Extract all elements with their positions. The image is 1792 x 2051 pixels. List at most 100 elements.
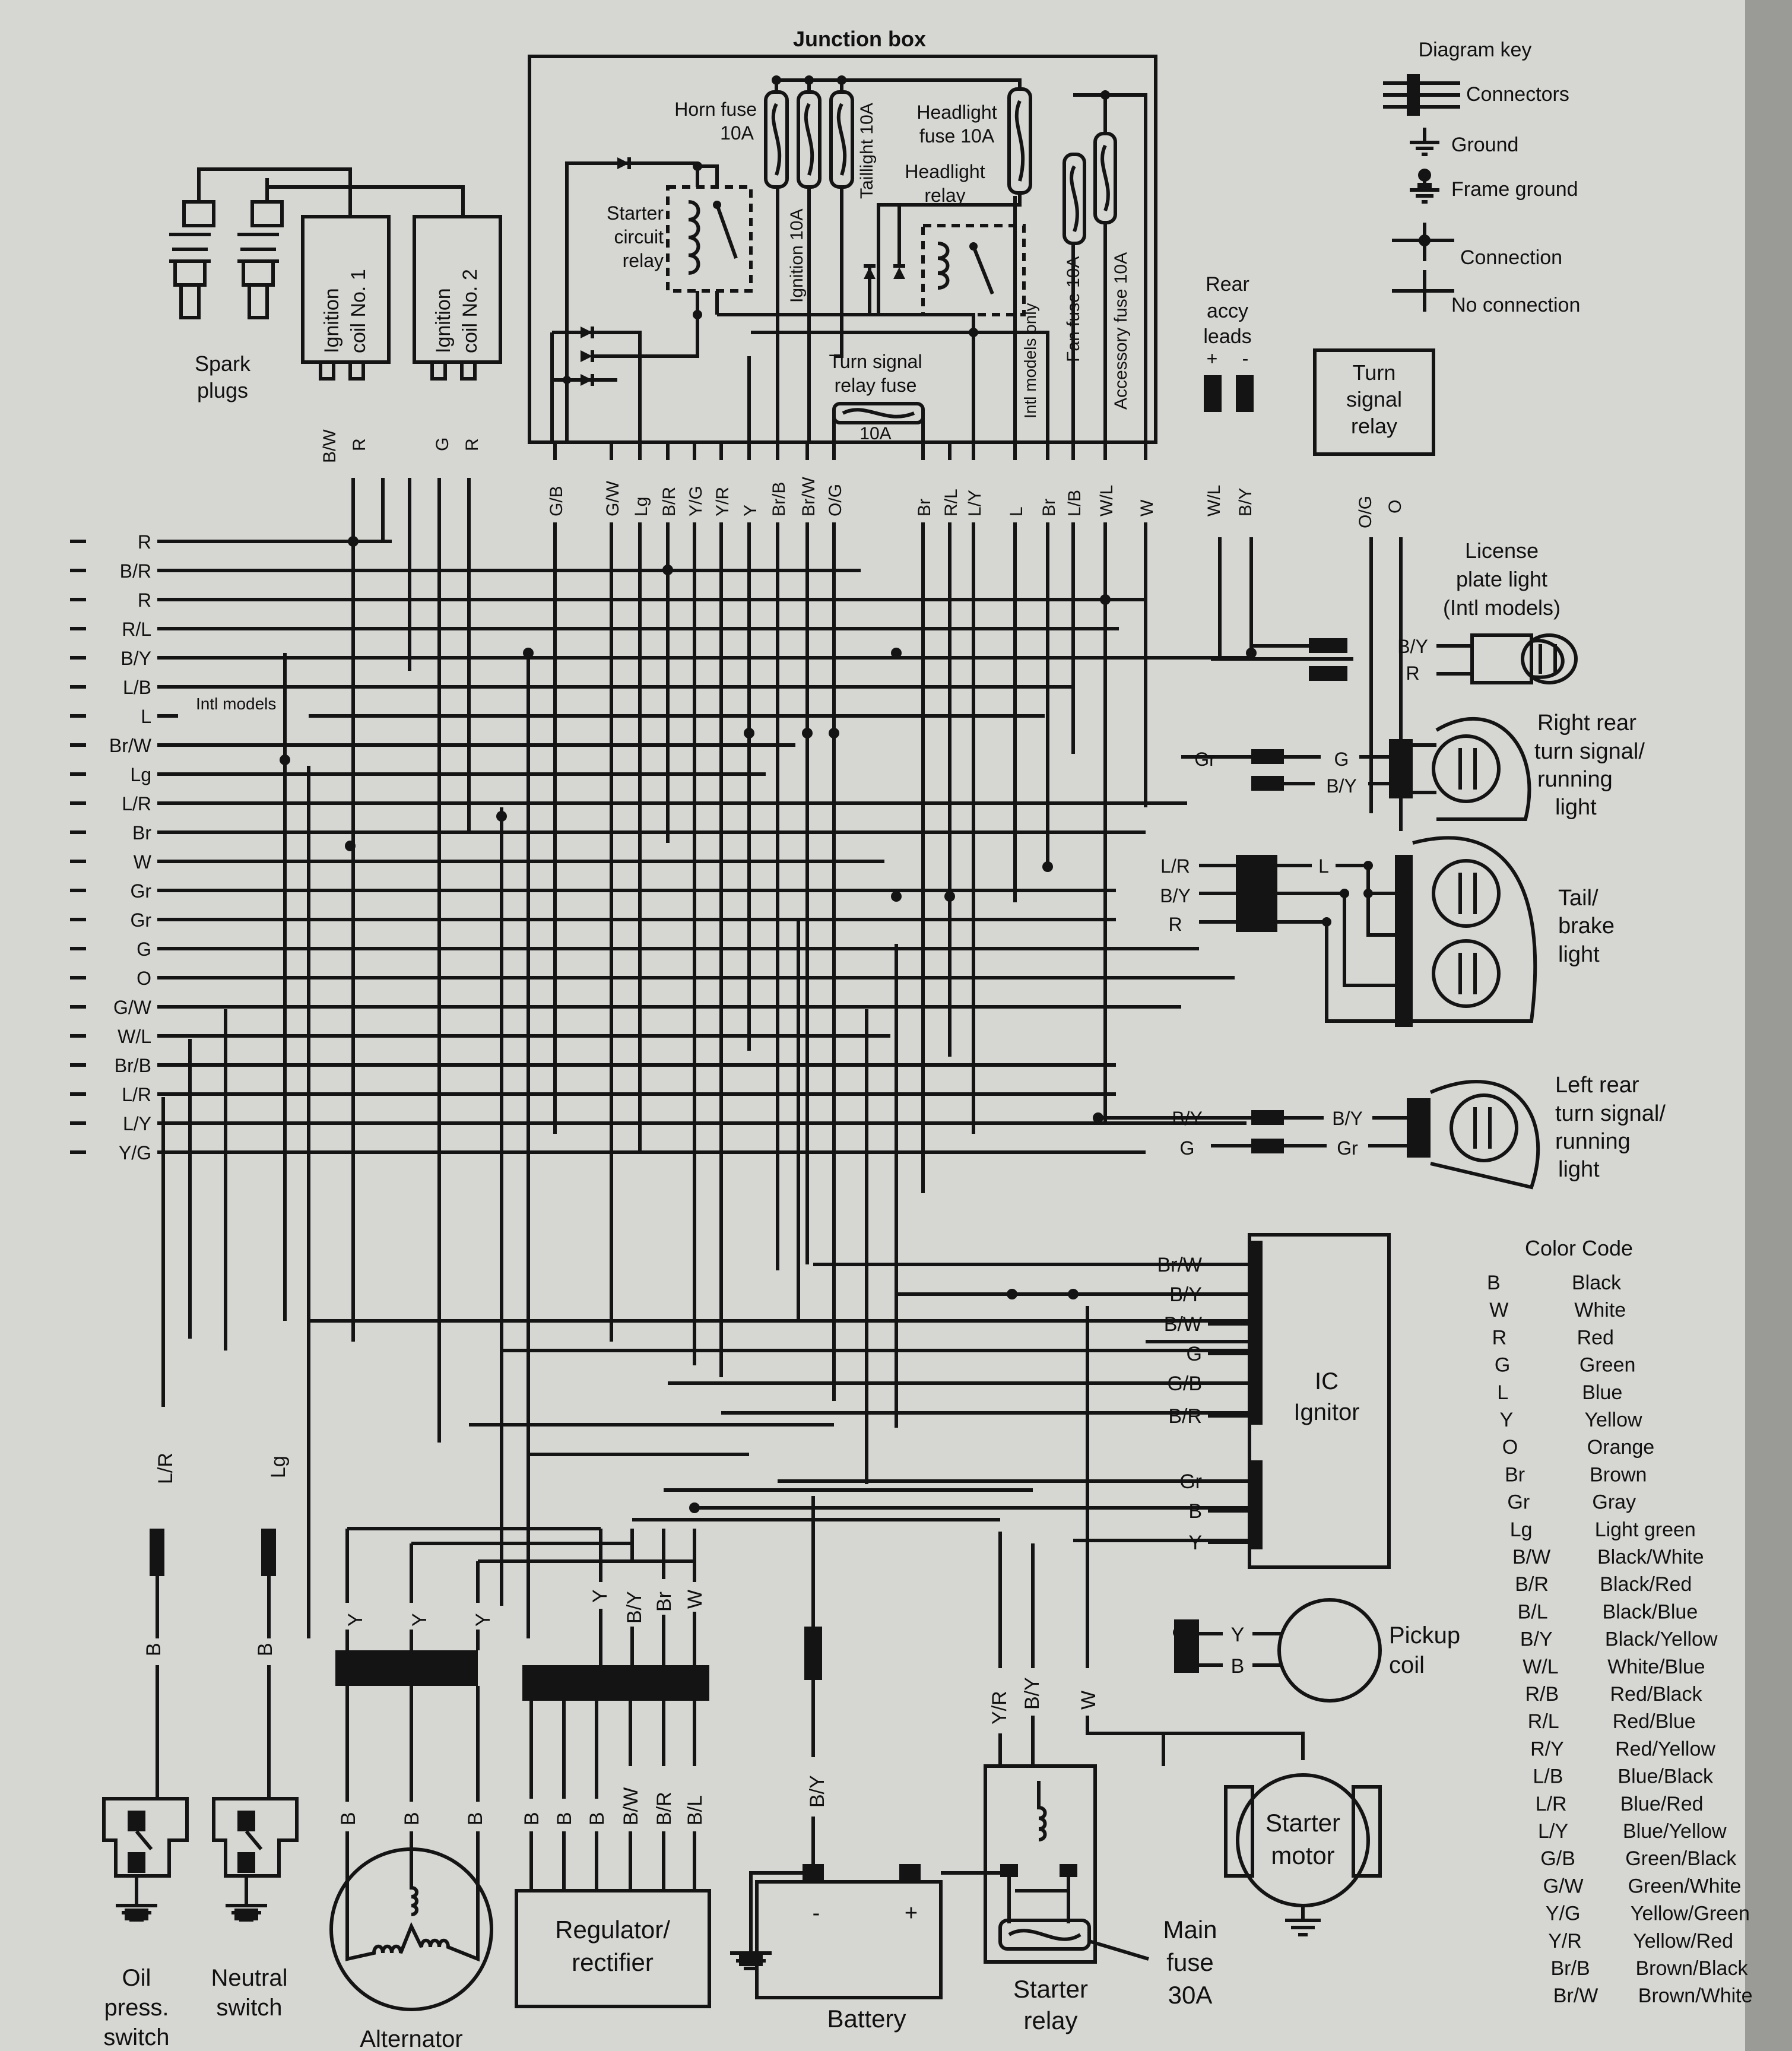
harness-label: R/L bbox=[122, 619, 151, 640]
left-turn-label-2: turn signal/ bbox=[1555, 1101, 1666, 1126]
color-code-name: Black bbox=[1572, 1272, 1622, 1294]
harness-label: R bbox=[138, 589, 151, 611]
color-code-name: Black/Yellow bbox=[1605, 1628, 1718, 1651]
color-code-abbr: B/R bbox=[1515, 1573, 1549, 1596]
right-turn-in-wire: Gr bbox=[1194, 749, 1216, 770]
bus-junction-dot bbox=[348, 536, 359, 547]
color-code-abbr: G bbox=[1495, 1354, 1510, 1377]
coil-wire-g: G bbox=[433, 438, 452, 451]
jb-wire-label: R/L bbox=[941, 489, 961, 516]
color-code-name: Green/Black bbox=[1625, 1847, 1737, 1870]
color-code-name: Black/Blue bbox=[1603, 1600, 1698, 1623]
headlight-relay-label-2: relay bbox=[924, 185, 965, 206]
rear-accy-label-3: leads bbox=[1203, 325, 1251, 348]
left-turn-label-1: Left rear bbox=[1555, 1073, 1639, 1098]
junction-box-outline bbox=[528, 55, 1157, 444]
alt-wire-y1: Y bbox=[344, 1613, 367, 1627]
reg-bottom-label: B/W bbox=[620, 1787, 642, 1825]
rear-accy-plus: + bbox=[1207, 348, 1218, 369]
jb-wire-label: Y/R bbox=[713, 487, 732, 516]
rear-accy-label-1: Rear bbox=[1206, 273, 1249, 296]
license-label-2: plate light bbox=[1456, 567, 1547, 591]
bus-junction-dot bbox=[523, 648, 534, 658]
reg-bottom-label: B bbox=[586, 1812, 608, 1825]
license-wire-r: R bbox=[1406, 662, 1419, 684]
color-code-abbr: Br/B bbox=[1551, 1957, 1590, 1980]
key-connectors: Connectors bbox=[1466, 83, 1569, 106]
ic-wire-label: B/Y bbox=[1169, 1283, 1202, 1306]
color-code-name: White/Blue bbox=[1607, 1656, 1705, 1678]
color-code-abbr: L bbox=[1497, 1381, 1508, 1404]
jb-wire-label: W bbox=[1137, 499, 1157, 516]
harness-label: Gr bbox=[130, 909, 151, 931]
bus-junction-dot bbox=[1100, 594, 1111, 605]
bus-junction-dot bbox=[662, 565, 673, 575]
oil-pressure-switch: L/R B Oil press. switch bbox=[102, 1453, 189, 2050]
oil-label-2: press. bbox=[104, 1995, 169, 2021]
jb-wire-label: W/L bbox=[1097, 485, 1117, 516]
bus-junction-dot bbox=[1093, 1112, 1103, 1123]
license-plate-light: License plate light (Intl models) B/Y R bbox=[1309, 538, 1578, 684]
license-label-3: (Intl models) bbox=[1443, 595, 1561, 620]
color-code-name: Yellow/Red bbox=[1633, 1930, 1733, 1952]
jb-wire-label: L bbox=[1007, 506, 1026, 516]
color-code-name: White bbox=[1574, 1299, 1626, 1321]
tail-wire-r: R bbox=[1168, 914, 1182, 935]
ic-wire-label: G bbox=[1187, 1343, 1202, 1365]
bus-junction-dot bbox=[496, 811, 507, 822]
coil2-label-2: coil No. 2 bbox=[459, 269, 481, 353]
jb-wire-label: G/W bbox=[603, 480, 623, 516]
color-code-abbr: B/L bbox=[1518, 1600, 1548, 1623]
color-code-abbr: B/Y bbox=[1520, 1628, 1553, 1651]
neutral-switch: Lg B Neutral switch bbox=[211, 1456, 299, 2021]
left-turn-label-4: light bbox=[1558, 1157, 1600, 1182]
tail-label-3: light bbox=[1558, 942, 1600, 967]
left-turn-wire-gr: Gr bbox=[1337, 1137, 1358, 1159]
jb-wire-label: Br/W bbox=[799, 477, 819, 516]
tail-label-1: Tail/ bbox=[1558, 886, 1598, 911]
harness-label: Gr bbox=[130, 880, 151, 902]
pickup-label-1: Pickup bbox=[1389, 1622, 1460, 1649]
color-code-name: Gray bbox=[1592, 1491, 1636, 1514]
color-code-title: Color Code bbox=[1525, 1236, 1633, 1260]
bus-junction-dot bbox=[1042, 861, 1053, 872]
right-turn-wire-by: B/Y bbox=[1326, 775, 1357, 797]
color-code-abbr: W bbox=[1489, 1299, 1508, 1321]
left-harness: RB/RRR/LB/YL/BLBr/WLgL/RBrWGrGrGOG/WW/LB… bbox=[70, 531, 152, 1164]
starter-motor: Starter motor bbox=[1163, 1732, 1382, 1936]
ic-wire-label: Br/W bbox=[1157, 1254, 1202, 1276]
turn-relay-label-3: relay bbox=[1351, 414, 1397, 438]
turn-fuse-label-1: Turn signal bbox=[829, 351, 922, 372]
bus-junction-dot bbox=[891, 648, 902, 658]
main-fuse-label-1: Main bbox=[1163, 1916, 1217, 1944]
color-code-abbr: Y/G bbox=[1546, 1903, 1581, 1925]
alt-wire-b1: B bbox=[337, 1812, 360, 1825]
regulator-label-1: Regulator/ bbox=[555, 1916, 670, 1944]
oil-wire-b: B bbox=[142, 1643, 165, 1656]
left-turn-label-3: running bbox=[1555, 1129, 1631, 1154]
battery-label: Battery bbox=[827, 2005, 906, 2033]
color-code-name: Blue/Yellow bbox=[1623, 1820, 1727, 1843]
key-connection: Connection bbox=[1460, 246, 1562, 269]
headlight-fuse-amp: fuse 10A bbox=[919, 125, 995, 147]
starter-relay-label-2: relay bbox=[1023, 2006, 1077, 2034]
color-code-abbr: Gr bbox=[1507, 1491, 1530, 1514]
coil1-label-2: coil No. 1 bbox=[347, 269, 370, 353]
harness-label: R bbox=[138, 531, 151, 553]
jb-wire-label: Br/B bbox=[769, 482, 789, 516]
license-label-1: License bbox=[1465, 538, 1539, 563]
ic-wire-label: G/B bbox=[1167, 1372, 1202, 1395]
bus-junction-dot bbox=[944, 891, 955, 902]
harness-wiring bbox=[157, 478, 1403, 1638]
jb-wire-label: Y bbox=[741, 505, 760, 516]
ic-label-2: Ignitor bbox=[1293, 1399, 1359, 1425]
alt-wire-b3: B bbox=[464, 1812, 487, 1825]
bus-junction-dot bbox=[1068, 1289, 1079, 1299]
bus-junction-dot bbox=[829, 728, 839, 738]
jb-wire-label: Lg bbox=[632, 497, 651, 516]
